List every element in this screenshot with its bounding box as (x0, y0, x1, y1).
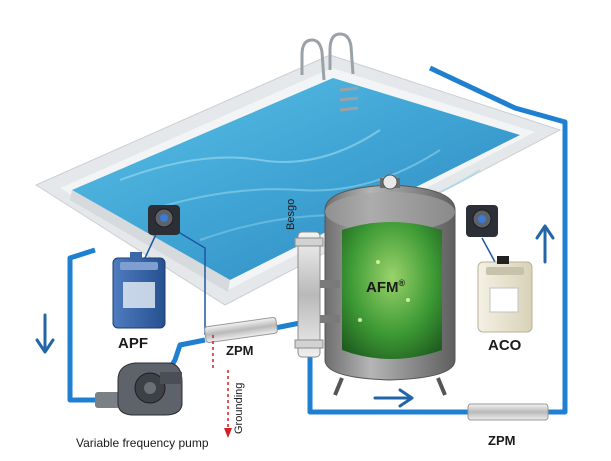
canister-icon (477, 256, 533, 333)
filter-tank-icon (324, 174, 456, 396)
apf-label: APF (118, 335, 148, 352)
flow-arrows (35, 224, 555, 408)
aco-label: ACO (488, 337, 522, 354)
afm-label-text: AFM (366, 279, 399, 296)
arrow-up-icon (535, 224, 555, 264)
pool-ladder-icon (300, 32, 359, 112)
zpm-cell-icon (467, 403, 549, 421)
dosing-pump-icon (466, 205, 498, 237)
pump-icon (95, 362, 183, 416)
besgo-label: Besgo (285, 199, 297, 230)
dosing-pump-icon (148, 205, 180, 235)
arrow-right-icon (373, 388, 414, 408)
afm-registered-mark: ® (399, 278, 406, 288)
pump-label: Variable frequency pump (76, 436, 209, 450)
afm-label: AFM® (366, 278, 406, 296)
grounding-wire (212, 335, 232, 438)
canister-icon (112, 252, 166, 329)
arrow-down-icon (224, 428, 232, 438)
zpm-left-label: ZPM (226, 343, 253, 358)
swimming-pool (34, 54, 562, 306)
arrow-down-icon (35, 313, 55, 354)
grounding-label: Grounding (233, 383, 245, 434)
zpm-cell-icon (204, 316, 278, 344)
multiport-valve-icon (294, 231, 340, 358)
zpm-bottom-label: ZPM (488, 433, 515, 448)
